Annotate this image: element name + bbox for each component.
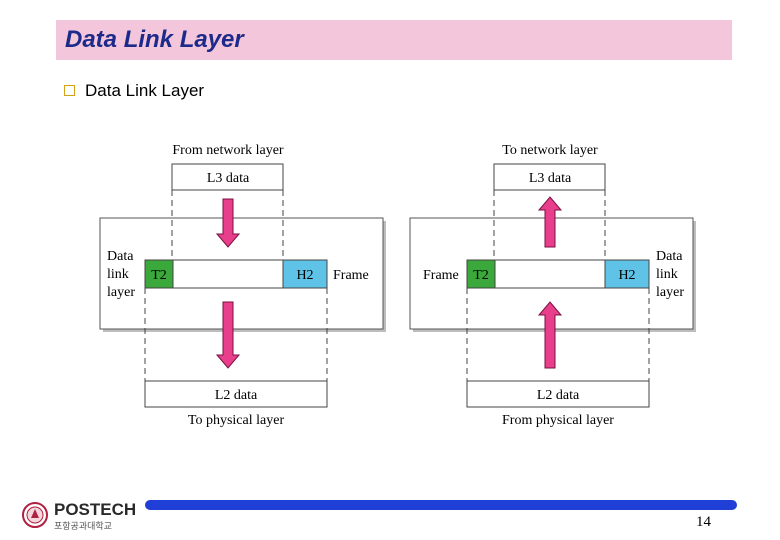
left-trailer-label: T2 — [151, 268, 167, 283]
left-l2-label: L2 data — [215, 388, 258, 403]
left-side-label-1: Data — [107, 249, 134, 264]
bullet-square-icon — [64, 85, 75, 96]
right-guide-lines — [466, 190, 650, 381]
right-side-label-2: link — [656, 267, 678, 282]
left-side-label-2: link — [107, 267, 129, 282]
left-l3-label: L3 data — [207, 171, 250, 186]
left-guide-lines — [144, 190, 328, 381]
left-trailer-cell — [144, 259, 174, 289]
right-header-label: H2 — [618, 268, 635, 283]
footer-bar — [145, 500, 737, 510]
left-diagram: From network layer L3 data Data link lay… — [99, 143, 386, 428]
right-side-label-3: layer — [656, 285, 684, 300]
right-l2-box — [466, 380, 650, 408]
bullet-text: Data Link Layer — [85, 81, 205, 100]
postech-logo: POSTECH 포항공과대학교 — [22, 500, 136, 532]
right-l2-label: L2 data — [537, 388, 580, 403]
university-seal-icon — [22, 502, 48, 528]
slide-title: Data Link Layer — [65, 26, 244, 53]
right-trailer-cell — [466, 259, 496, 289]
right-header-cell — [604, 259, 650, 289]
left-top-label: From network layer — [172, 143, 284, 158]
right-trailer-label: T2 — [473, 268, 489, 283]
right-side-label-1: Data — [656, 249, 683, 264]
left-down-arrow-icon — [215, 198, 241, 248]
left-down-arrow-icon-2 — [215, 301, 241, 369]
right-up-arrow-icon — [537, 196, 563, 248]
left-bottom-label: To physical layer — [188, 413, 285, 428]
left-header-cell — [282, 259, 328, 289]
right-frame-label: Frame — [423, 268, 459, 283]
right-l3-box — [493, 163, 606, 191]
left-side-label-3: layer — [107, 285, 135, 300]
left-frame-label: Frame — [333, 268, 369, 283]
page-number: 14 — [696, 514, 711, 530]
left-l3-box — [171, 163, 284, 191]
title-bar: Data Link Layer — [56, 20, 732, 60]
left-header-label: H2 — [296, 268, 313, 283]
right-bottom-label: From physical layer — [502, 413, 614, 428]
right-l3-label: L3 data — [529, 171, 572, 186]
right-up-arrow-icon-2 — [537, 301, 563, 369]
right-diagram: To network layer L3 data Frame T2 H2 Dat… — [409, 143, 696, 428]
left-l2-box — [144, 380, 328, 408]
right-top-label: To network layer — [502, 143, 598, 158]
logo-subtitle: 포항공과대학교 — [54, 522, 112, 532]
logo-word: POSTECH — [54, 500, 137, 519]
